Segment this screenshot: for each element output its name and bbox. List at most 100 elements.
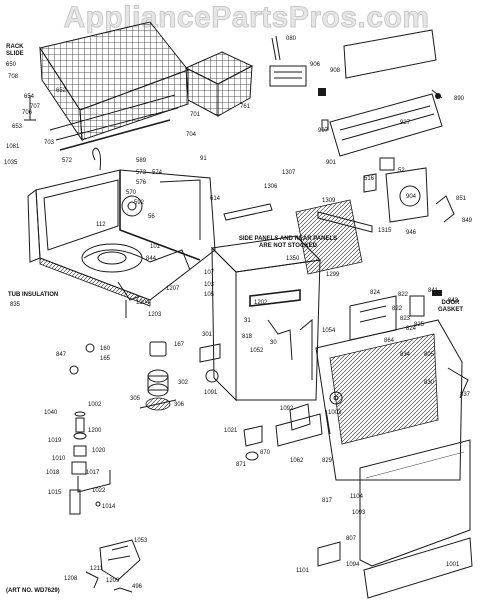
part-label: 1010 <box>52 456 66 462</box>
part-label: 706 <box>22 110 33 116</box>
part-label: 1054 <box>322 328 336 334</box>
part-label: 1092 <box>280 406 294 412</box>
part-label: 844 <box>146 256 157 262</box>
part-label: 1014 <box>102 504 116 510</box>
part-label: 1003 <box>328 410 342 416</box>
part-label: 31 <box>244 318 251 324</box>
part-label: 1307 <box>282 170 296 176</box>
part-label: 701 <box>190 112 201 118</box>
part-label: 516 <box>364 176 375 182</box>
part-label: 654 <box>24 94 35 100</box>
part-label: 1018 <box>46 470 60 476</box>
part-label: 1021 <box>224 428 238 434</box>
part-label: 574 <box>152 170 163 176</box>
part-label: 906 <box>310 62 321 68</box>
part-label: 101 <box>150 244 161 250</box>
part-label: 1081 <box>6 144 20 150</box>
part-label: 1062 <box>290 458 304 464</box>
part-label: 653 <box>12 124 23 130</box>
part-label: 305 <box>130 396 141 402</box>
silverware-basket <box>184 51 254 117</box>
part-label: 112 <box>96 222 106 228</box>
part-label: 761 <box>240 104 251 110</box>
part-label: 302 <box>178 380 189 386</box>
part-label: 52 <box>398 168 405 174</box>
part-label: 927 <box>400 120 411 126</box>
part-label: 576 <box>136 180 147 186</box>
part-label: 870 <box>260 450 271 456</box>
part-label: 1299 <box>326 272 340 278</box>
part-label: 570 <box>126 190 137 196</box>
part-label: 807 <box>346 536 357 542</box>
part-label: 589 <box>136 158 147 164</box>
part-label: 572 <box>62 158 73 164</box>
part-label: 30 <box>270 340 277 346</box>
pump-motor-assembly <box>69 341 177 593</box>
part-label: 1200 <box>88 428 102 434</box>
part-label: 907 <box>318 128 329 134</box>
part-label: 1020 <box>92 448 106 454</box>
part-label: 1035 <box>4 160 18 166</box>
part-label: 824 <box>406 326 417 332</box>
part-label: 904 <box>406 194 417 200</box>
dish-rack <box>24 21 189 151</box>
part-label: 496 <box>132 584 143 590</box>
part-label: 1015 <box>48 490 62 496</box>
part-label: 864 <box>384 338 395 344</box>
part-label: 847 <box>56 352 67 358</box>
tub <box>27 147 216 318</box>
part-label: 908 <box>330 68 341 74</box>
side-panels <box>210 199 373 402</box>
part-label: 817 <box>322 498 333 504</box>
part-label: 1019 <box>48 438 62 444</box>
part-label: 1001 <box>446 562 460 568</box>
part-label: 165 <box>100 356 111 362</box>
control-panel <box>269 29 455 223</box>
part-label: 890 <box>454 96 465 102</box>
part-label: 830 <box>424 380 435 386</box>
part-label: 167 <box>174 342 185 348</box>
part-label: 834 <box>400 352 411 358</box>
art-number: (ART NO. WD7629) <box>6 588 60 594</box>
part-label: 1093 <box>352 510 366 516</box>
part-label: 1209 <box>106 578 120 584</box>
part-label: 1211 <box>90 566 103 572</box>
part-label: 1101 <box>296 568 309 574</box>
part-label: 703 <box>44 140 55 146</box>
part-label: 306 <box>174 402 185 408</box>
part-label: 837 <box>460 392 471 398</box>
part-label: 1207 <box>166 286 180 292</box>
part-label: 080 <box>286 36 297 42</box>
part-label: 652 <box>56 88 67 94</box>
part-label: 160 <box>100 346 111 352</box>
part-label: 946 <box>406 230 417 236</box>
part-label: 614 <box>210 196 221 202</box>
part-label: 105 <box>204 292 215 298</box>
part-label: 849 <box>462 218 473 224</box>
part-label: 1309 <box>322 198 336 204</box>
part-label: 1203 <box>148 312 162 318</box>
part-label: 1091 <box>204 390 218 396</box>
part-label: 1040 <box>44 410 58 416</box>
part-label: 1306 <box>264 184 278 190</box>
part-label: 1208 <box>64 576 78 582</box>
part-label: 1204 <box>136 300 150 306</box>
part-label: 1315 <box>378 228 392 234</box>
part-label: 829 <box>322 458 333 464</box>
part-label: 822 <box>398 292 409 298</box>
part-label: 841 <box>428 288 439 294</box>
part-label: 825 <box>414 322 425 328</box>
part-label: 1094 <box>346 562 360 568</box>
part-label: 573 <box>136 170 147 176</box>
part-label: 901 <box>326 160 337 166</box>
part-label: 843 <box>448 298 459 304</box>
part-label: 1104 <box>350 494 363 500</box>
door-assembly <box>199 290 473 599</box>
part-label: 1350 <box>286 256 300 262</box>
part-label: 650 <box>6 62 17 68</box>
part-label: 704 <box>186 132 197 138</box>
